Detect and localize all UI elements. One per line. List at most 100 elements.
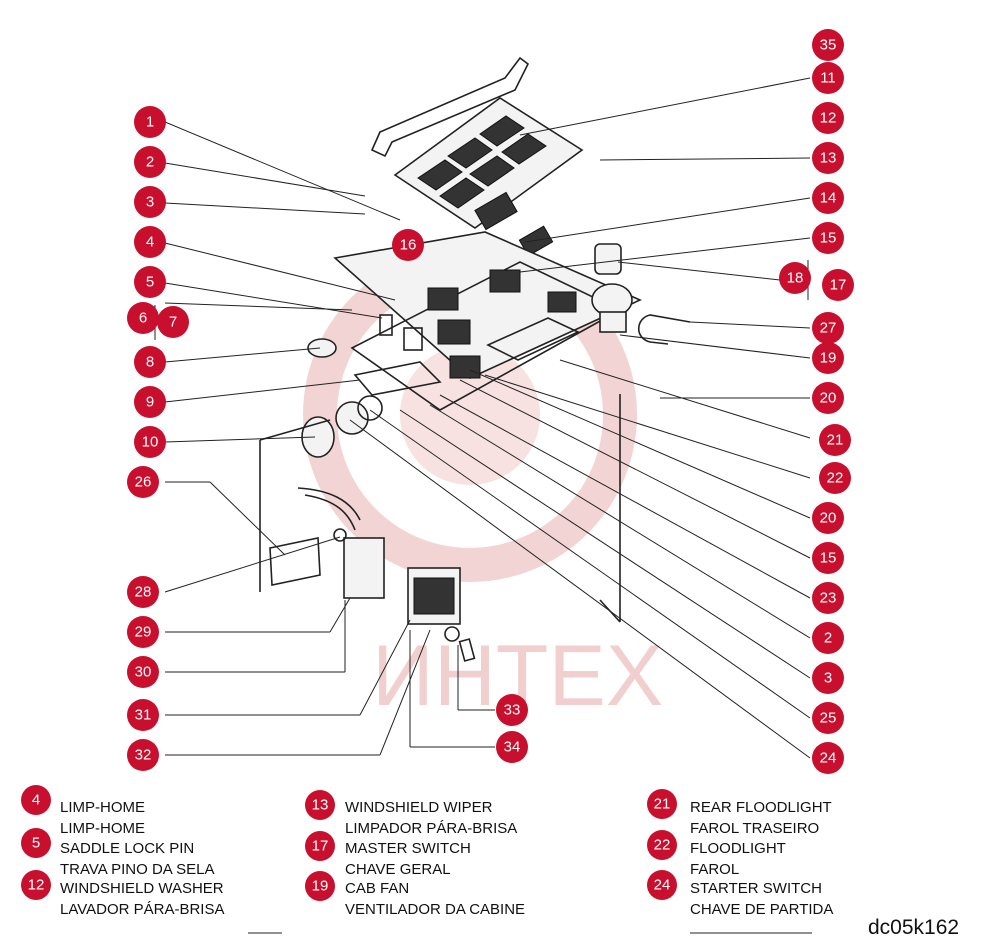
callout-number: 12 (820, 110, 837, 127)
callout-badge (812, 582, 844, 614)
legend-label-pt: VENTILADOR DA CABINE (345, 901, 525, 918)
callout-number: 32 (135, 747, 152, 764)
callout-badge (812, 182, 844, 214)
callout-badge (812, 222, 844, 254)
legend-badge (21, 870, 51, 900)
legend-label-pt: LIMP-HOME (60, 820, 145, 837)
legend-number: 21 (654, 796, 671, 813)
callout-number: 22 (827, 470, 844, 487)
legend-badge (647, 830, 677, 860)
legend-badge (21, 828, 51, 858)
legend-item-12: 12 WINDSHIELD WASHER LAVADOR PÁRA-BRISA (21, 870, 225, 918)
legend-number: 13 (312, 797, 329, 814)
legend-item-17: 17 MASTER SWITCH CHAVE GERAL (305, 831, 471, 878)
callout-badge (134, 386, 166, 418)
callout-badge (812, 622, 844, 654)
legend-badge (305, 871, 335, 901)
legend-item-19: 19 CAB FAN VENTILADOR DA CABINE (305, 871, 525, 918)
legend: 4 LIMP-HOME LIMP-HOME 5 SADDLE LOCK PIN … (21, 785, 833, 934)
legend-label-pt: CHAVE DE PARTIDA (690, 901, 833, 918)
legend-label-pt: LAVADOR PÁRA-BRISA (60, 901, 225, 918)
legend-label-en: REAR FLOODLIGHT (690, 799, 832, 816)
parts-drawing (259, 56, 691, 662)
callout-badge (812, 542, 844, 574)
callout-number: 21 (827, 432, 844, 449)
callout-number: 2 (146, 154, 154, 171)
watermark-gear-core (400, 345, 540, 485)
legend-label-pt: LIMPADOR PÁRA-BRISA (345, 820, 517, 837)
callout-number: 9 (146, 394, 154, 411)
legend-badge (305, 831, 335, 861)
legend-number: 19 (312, 878, 329, 895)
callout-number: 4 (146, 234, 154, 251)
callout-number: 25 (820, 710, 837, 727)
legend-label-en: WINDSHIELD WASHER (60, 880, 224, 897)
legend-label-en: FLOODLIGHT (690, 840, 786, 857)
callout-badge (819, 424, 851, 456)
callout-badge (127, 699, 159, 731)
callout-badge (127, 739, 159, 771)
callout-number: 31 (135, 707, 152, 724)
callout-badge (812, 502, 844, 534)
callout-number: 15 (820, 550, 837, 567)
callout-badge (134, 266, 166, 298)
callout-badge (779, 262, 811, 294)
legend-badge (647, 789, 677, 819)
callout-number: 20 (820, 390, 837, 407)
callout-badge (134, 146, 166, 178)
callout-number: 34 (504, 739, 521, 756)
leader-lines (154, 77, 811, 759)
callout-number: 16 (400, 237, 417, 254)
callout-number: 24 (820, 750, 837, 767)
callout-badge (812, 142, 844, 174)
callout-badge (812, 702, 844, 734)
callouts-right: 35 11 12 13 14 15 18 17 27 19 20 21 22 2… (779, 29, 854, 774)
callout-number: 17 (830, 277, 847, 294)
callout-number: 3 (824, 670, 832, 687)
callout-badge (127, 576, 159, 608)
legend-badge (647, 870, 677, 900)
callout-number: 5 (146, 274, 154, 291)
legend-number: 5 (32, 835, 40, 852)
callout-number: 3 (146, 194, 154, 211)
callout-badge (819, 462, 851, 494)
callout-number: 33 (504, 702, 521, 719)
callout-number: 30 (135, 664, 152, 681)
callout-number: 7 (169, 314, 177, 331)
callout-badge (134, 226, 166, 258)
callout-badge (812, 312, 844, 344)
legend-number: 22 (654, 837, 671, 854)
callout-badge (496, 731, 528, 763)
callout-number: 6 (139, 310, 147, 327)
callout-number: 20 (820, 510, 837, 527)
callout-number: 13 (820, 150, 837, 167)
callout-number: 19 (820, 350, 837, 367)
callout-number: 26 (135, 474, 152, 491)
legend-label-pt: CHAVE GERAL (345, 861, 451, 878)
callout-badge (812, 342, 844, 374)
legend-number: 4 (32, 792, 40, 809)
callouts-inner: 16 33 34 (392, 229, 528, 763)
legend-item-21: 21 REAR FLOODLIGHT FAROL TRASEIRO (647, 789, 832, 837)
callout-badge (134, 346, 166, 378)
legend-label-en: LIMP-HOME (60, 799, 145, 816)
callout-badge (812, 102, 844, 134)
legend-number: 12 (28, 877, 45, 894)
legend-item-4: 4 LIMP-HOME LIMP-HOME (21, 785, 145, 837)
legend-label-pt: FAROL (690, 861, 739, 878)
legend-number: 24 (654, 877, 671, 894)
legend-label-pt: TRAVA PINO DA SELA (60, 861, 215, 878)
callout-badge (822, 269, 854, 301)
callout-badge (812, 29, 844, 61)
callout-number: 23 (820, 590, 837, 607)
callout-badge (127, 302, 159, 334)
legend-label-en: STARTER SWITCH (690, 880, 822, 897)
callout-badge (127, 656, 159, 688)
callout-number: 18 (787, 270, 804, 287)
legend-label-en: CAB FAN (345, 880, 409, 897)
legend-item-24: 24 STARTER SWITCH CHAVE DE PARTIDA (647, 870, 833, 918)
callout-number: 28 (135, 584, 152, 601)
callout-badge (812, 382, 844, 414)
legend-item-22: 22 FLOODLIGHT FAROL (647, 830, 786, 878)
